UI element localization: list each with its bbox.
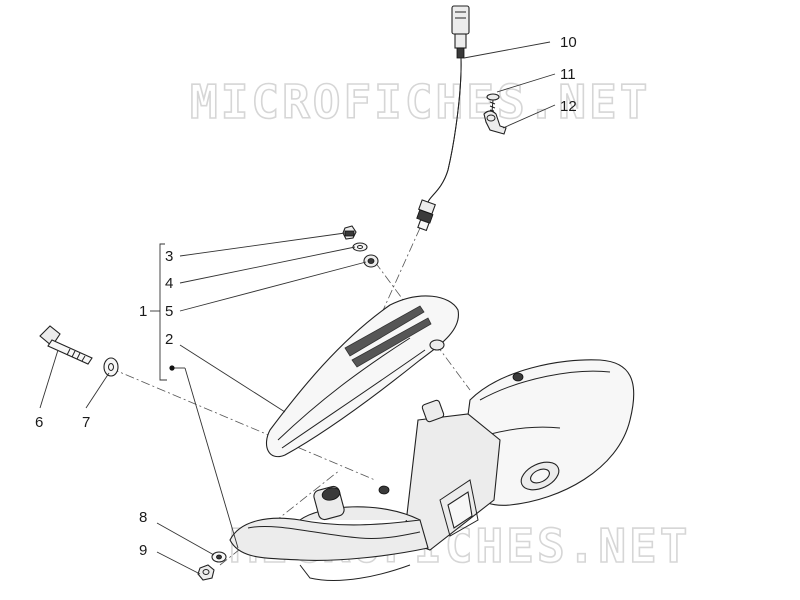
callout-labels: 10 11 12 3 4 5 1 2 6 7 8 9: [35, 34, 577, 559]
washer-icon: [211, 551, 227, 563]
washer-icon: [352, 242, 368, 252]
callout-8: 8: [139, 509, 147, 526]
bracket-dot: [169, 365, 175, 371]
callout-1: 1: [139, 303, 147, 320]
callout-3: 3: [165, 248, 173, 265]
lambda-sensor-icon: [416, 5, 470, 232]
leader-lines: [39, 41, 556, 575]
callout-5: 5: [165, 303, 173, 320]
washer-icon: [103, 357, 119, 377]
callout-11: 11: [560, 66, 576, 83]
nut-icon: [342, 225, 357, 240]
grommet-icon: [363, 254, 379, 268]
muffler-icon: [378, 359, 635, 551]
cable-clip-icon: [483, 110, 507, 135]
callout-7: 7: [82, 414, 90, 431]
callout-10: 10: [560, 34, 577, 51]
callout-2: 2: [165, 331, 173, 348]
callout-6: 6: [35, 414, 43, 431]
exhaust-pipe-icon: [229, 485, 429, 581]
watermark-top: MICROFICHES.NET: [190, 75, 650, 129]
callout-9: 9: [139, 542, 147, 559]
callout-4: 4: [165, 275, 173, 292]
nut-icon: [197, 564, 215, 581]
screw-icon: [486, 93, 500, 113]
heat-shield-icon: [266, 295, 459, 458]
callout-12: 12: [560, 98, 577, 115]
bolt-icon: [39, 325, 93, 365]
